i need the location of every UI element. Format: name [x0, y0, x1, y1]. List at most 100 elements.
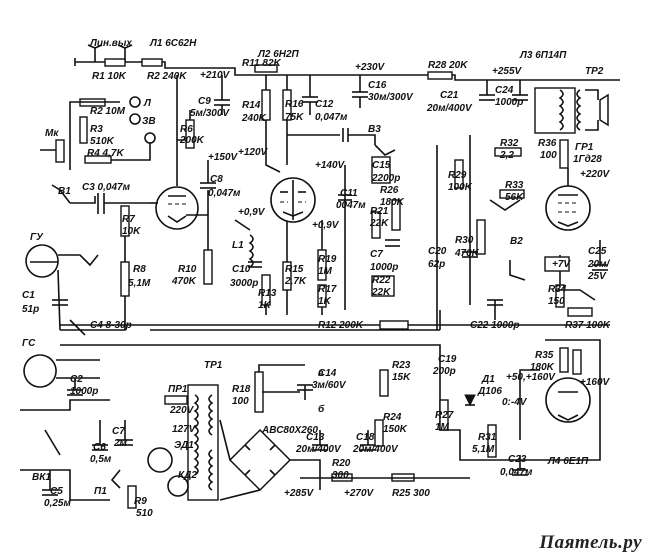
lbl-c11v: 0047м	[336, 200, 366, 211]
cathode-network-l3	[544, 240, 608, 317]
lbl-c22: С22 1000p	[470, 320, 519, 331]
lbl-v220: +220V	[580, 169, 611, 180]
c9-capacitor	[214, 75, 230, 115]
lbl-zv: ЗВ	[142, 116, 156, 127]
lbl-c21: С21	[440, 90, 459, 101]
lbl-c24: С24	[495, 85, 514, 96]
lbl-r21: R21	[370, 206, 389, 217]
lbl-r14v: 240K	[241, 113, 267, 124]
lbl-c14v: 3м/60V	[312, 380, 347, 391]
lbl-v09a: +0,9V	[238, 207, 266, 218]
lbl-c2v: 1000p	[70, 386, 98, 397]
lbl-r33v: 56K	[505, 192, 524, 203]
lbl-r1: R1 10K	[92, 71, 127, 82]
lbl-r22: R22	[372, 275, 391, 286]
output-stage-left	[436, 135, 526, 330]
r18-c14-network	[254, 364, 389, 413]
lbl-gs: ГС	[22, 338, 36, 349]
lbl-c14: С14	[318, 368, 337, 379]
lbl-r11: R11 82K	[242, 58, 282, 69]
lbl-r29v: 100K	[448, 182, 473, 193]
lbl-v255: +255V	[492, 66, 523, 77]
lbl-r17v: 1K	[318, 296, 332, 307]
lbl-r24: R24	[383, 412, 402, 423]
lbl-c13: С13	[306, 432, 325, 443]
r10-resistor	[203, 249, 213, 285]
lbl-r35v: 180K	[530, 362, 555, 373]
lbl-c12: С12	[315, 99, 334, 110]
lbl-v210: +210V	[200, 70, 231, 81]
lbl-r19: R19	[318, 254, 337, 265]
lbl-r15: R15	[285, 264, 304, 275]
lbl-tp2: ТР2	[585, 66, 604, 77]
lbl-v120: +120V	[238, 147, 269, 158]
lbl-c16v: 30м/300V	[368, 92, 414, 103]
lbl-c24v: 1000p	[495, 97, 523, 108]
lbl-c12v: 0,047м	[315, 112, 348, 123]
lbl-c25: С25	[588, 246, 607, 257]
lbl-r27v: 1М	[435, 422, 450, 433]
tube-l1	[150, 110, 199, 230]
lbl-p1: П1	[94, 486, 107, 497]
lbl-r8: R8	[133, 264, 146, 275]
r12-resistor	[379, 320, 409, 330]
lbl-r14: R14	[242, 100, 261, 111]
lbl-v127: 127V	[172, 424, 197, 435]
r2-resistor	[141, 58, 163, 67]
lbl-c6v: 0,5м	[90, 454, 112, 465]
lbl-b3: В3	[368, 124, 381, 135]
lbl-c5v: 0,25м	[44, 498, 71, 509]
lbl-b2: В2	[510, 236, 523, 247]
lbl-r10: R10	[178, 264, 197, 275]
lbl-l-term: Л	[143, 98, 152, 109]
lbl-c7: С7	[370, 249, 383, 260]
lbl-c9v: 5м/300V	[190, 108, 230, 119]
lbl-r37: R37 100K	[565, 320, 611, 331]
l4-indicator	[439, 339, 601, 476]
lbl-ed1: ЭД1	[174, 440, 194, 451]
lbl-r29: R29	[448, 170, 467, 181]
lbl-v230: +230V	[355, 62, 386, 73]
lbl-r6: R6	[180, 124, 193, 135]
lbl-c23v: 0,047м	[500, 467, 533, 478]
lbl-r34v: 150	[548, 296, 565, 307]
lbl-lin-vyh: Лин.вых	[89, 38, 132, 49]
lbl-v7: +7V	[552, 259, 571, 270]
top-supply-rail	[74, 44, 620, 81]
lbl-c1: С1	[22, 290, 35, 301]
filter-caps	[300, 419, 470, 482]
lbl-c21v: 20м/400V	[426, 103, 473, 114]
lbl-r15v: 2,7K	[284, 276, 307, 287]
lbl-r32: R32	[500, 138, 519, 149]
output-transformer	[479, 80, 609, 169]
lbl-r10v: 470K	[171, 276, 197, 287]
lbl-c10: С10	[232, 264, 251, 275]
lbl-c18: С18	[356, 432, 375, 443]
lbl-r9: R9	[134, 496, 147, 507]
lbl-c15: С15	[372, 160, 391, 171]
lbl-c2: С2	[70, 374, 83, 385]
lbl-l2: Л2 6Н2П	[257, 49, 300, 60]
lbl-c23: С23	[508, 454, 527, 465]
bias-network	[234, 219, 327, 315]
lbl-gu: ГУ	[30, 232, 44, 243]
lbl-c1v: 51p	[22, 304, 39, 315]
lbl-v285: +285V	[284, 488, 315, 499]
r28-resistor	[427, 71, 453, 80]
lbl-r23: R23	[392, 360, 411, 371]
lbl-r36v: 100	[540, 150, 557, 161]
lbl-gr1v: 1Гд28	[573, 154, 602, 165]
lbl-pr1: ПР1	[168, 384, 188, 395]
lbl-v150: +150V	[208, 152, 239, 163]
lbl-v50-160: +50,+160V	[506, 372, 556, 383]
input-switch-b1	[51, 184, 150, 300]
lbl-gr1: ГР1	[575, 142, 594, 153]
microphone-input-block	[40, 96, 156, 170]
lbl-d1: Д1	[481, 374, 495, 385]
lbl-r26v: 180K	[380, 197, 405, 208]
lbl-c25v2: 25V	[587, 271, 607, 282]
lbl-l1: Л1 6С62Н	[149, 38, 197, 49]
lbl-c3: С3 0,047м	[82, 182, 131, 193]
lbl-vk1: ВК1	[32, 472, 51, 483]
